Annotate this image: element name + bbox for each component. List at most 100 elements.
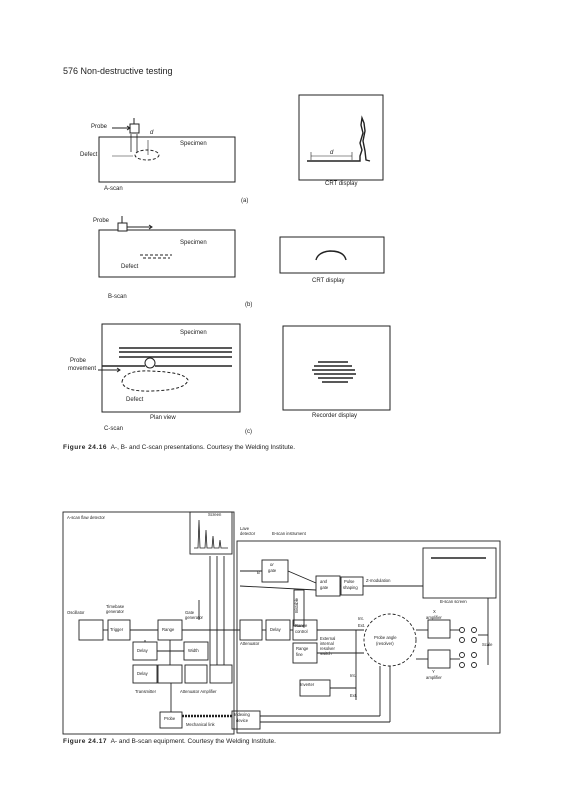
c-defect <box>121 370 189 392</box>
attenuator-amplifier-label: Attenuator Amplifier <box>180 689 217 694</box>
c-recorder-label: Recorder display <box>312 413 358 419</box>
b-specimen-block <box>98 229 236 278</box>
y-amp-box <box>427 649 451 669</box>
b-crt-label: CRT display <box>312 278 345 284</box>
bistable-label: Bistable <box>294 598 299 613</box>
figure-24-16-number: Figure 24.16 <box>63 444 107 451</box>
trigger-label: Trigger <box>110 627 124 632</box>
y-label: Y <box>432 669 435 674</box>
range-control-label-1: Range <box>295 623 308 628</box>
a-specimen-block <box>98 136 236 183</box>
attenuator-label: Attenuator <box>240 641 260 646</box>
indexing-label-1: Indexing <box>234 712 250 717</box>
and-gate-label-1: and <box>320 579 327 584</box>
range-label: Range <box>162 627 175 632</box>
transmitter-label: Transmitter <box>135 689 157 694</box>
a-d-label: d <box>150 130 154 136</box>
lave-label-2: detector <box>240 531 256 536</box>
indexing-label-2: device <box>236 718 249 723</box>
a-screen <box>189 511 233 555</box>
or-gate-label-1: or <box>270 562 274 567</box>
probe-angle-label-1: Probe angle <box>374 635 397 640</box>
c-tag: (c) <box>245 429 252 435</box>
z-modulation-label: Z-modulation <box>366 578 391 583</box>
figure-24-17-text: A- and B-scan equipment. Courtesy the We… <box>110 738 276 745</box>
c-defect-label: Defect <box>126 397 144 403</box>
b-scan-screen <box>422 547 497 599</box>
c-specimen-block <box>101 323 241 413</box>
oscillator-label: Oscillator <box>67 610 85 615</box>
a-crt-trace <box>307 115 371 162</box>
figure-24-17-number: Figure 24.17 <box>63 738 107 745</box>
a-crt-screen <box>298 94 384 181</box>
indexing-box <box>231 710 261 730</box>
y-amp-label: amplifier <box>426 675 442 680</box>
ext-label-1: Ext. <box>358 623 366 628</box>
b-tag: (b) <box>245 302 253 308</box>
int-label-1: Int. <box>358 616 364 621</box>
inverter-label: Inverter <box>300 682 315 687</box>
figure-24-16-caption: Figure 24.16 A-, B- and C-scan presentat… <box>63 444 295 451</box>
amp-box-a <box>157 664 183 684</box>
gate-generator-label-2: generator <box>185 615 203 620</box>
a-scan-label: A-scan <box>104 186 123 192</box>
b-scan-instrument-label: B-scan instrument <box>272 531 306 536</box>
b-scan-instrument-box <box>236 540 501 734</box>
timebase-label-1: Timebase <box>106 604 125 609</box>
external-label-4: switch <box>320 651 332 656</box>
c-recorder-screen <box>282 325 391 411</box>
amp-box-b <box>184 664 208 684</box>
delay-box-2 <box>132 664 158 684</box>
b-scan-label: B-scan <box>108 294 127 300</box>
range-fine-label-2: fine <box>296 652 303 657</box>
c-specimen-label: Specimen <box>180 330 207 336</box>
flaw-detector-label: A-scan flaw detector <box>67 515 105 520</box>
range-control-label-2: control <box>295 629 308 634</box>
scale-label: Scale <box>482 642 493 647</box>
amp-box-c <box>209 664 233 684</box>
b-probe-label: Probe <box>93 218 110 224</box>
ext-label-2: Ext. <box>350 693 358 698</box>
or-gate-label-2: gate <box>268 568 277 573</box>
flaw-detector-box <box>62 511 235 735</box>
a-probe-label: Probe <box>91 124 108 130</box>
delay-label-3: Delay <box>270 627 281 632</box>
lave-label-1: Lave <box>240 526 250 531</box>
figure-24-16-text: A-, B- and C-scan presentations. Courtes… <box>110 444 296 451</box>
oscillator-box <box>78 619 104 641</box>
external-label-3: resolver <box>320 646 335 651</box>
b-defect-label: Defect <box>121 264 139 270</box>
attenuator-box <box>239 619 263 641</box>
x-amp-box <box>427 619 451 639</box>
probe-angle-label-2: (resolver) <box>376 641 394 646</box>
pulse-label-2: shaping <box>343 585 358 590</box>
int-label-2: Int. <box>350 673 356 678</box>
external-label-1: External <box>320 636 336 641</box>
timebase-label-2: generator <box>106 609 124 614</box>
b-crt-trace <box>315 250 347 261</box>
x-amp-label: amplifier <box>426 615 442 620</box>
a-tag: (a) <box>241 198 249 204</box>
x-label: X <box>433 609 436 614</box>
pulse-label-1: Pulse <box>344 579 355 584</box>
page-header: 576 Non-destructive testing <box>63 66 173 76</box>
delay-label-2: Delay <box>137 671 148 676</box>
a-defect <box>134 149 160 161</box>
mechanical-link-label: Mechanical link <box>186 722 215 727</box>
b-crt-screen <box>279 236 385 274</box>
a-specimen-label: Specimen <box>180 141 207 147</box>
a-crt-d-label: d <box>330 150 334 156</box>
c-probe-movement-label-2: movement <box>68 366 97 372</box>
bistable <box>293 589 305 627</box>
a-crt-label: CRT display <box>325 181 358 187</box>
c-plan-view-label: Plan view <box>150 415 176 421</box>
c-probe-movement-label-1: Probe <box>70 358 87 364</box>
screen-label: Screen <box>208 512 222 517</box>
probe-label: Probe <box>164 716 176 721</box>
b-specimen-label: Specimen <box>180 240 207 246</box>
c-scan-label: C-scan <box>104 426 124 432</box>
b-scan-screen-label: B-scan screen <box>440 599 467 604</box>
c-probe <box>144 357 156 369</box>
